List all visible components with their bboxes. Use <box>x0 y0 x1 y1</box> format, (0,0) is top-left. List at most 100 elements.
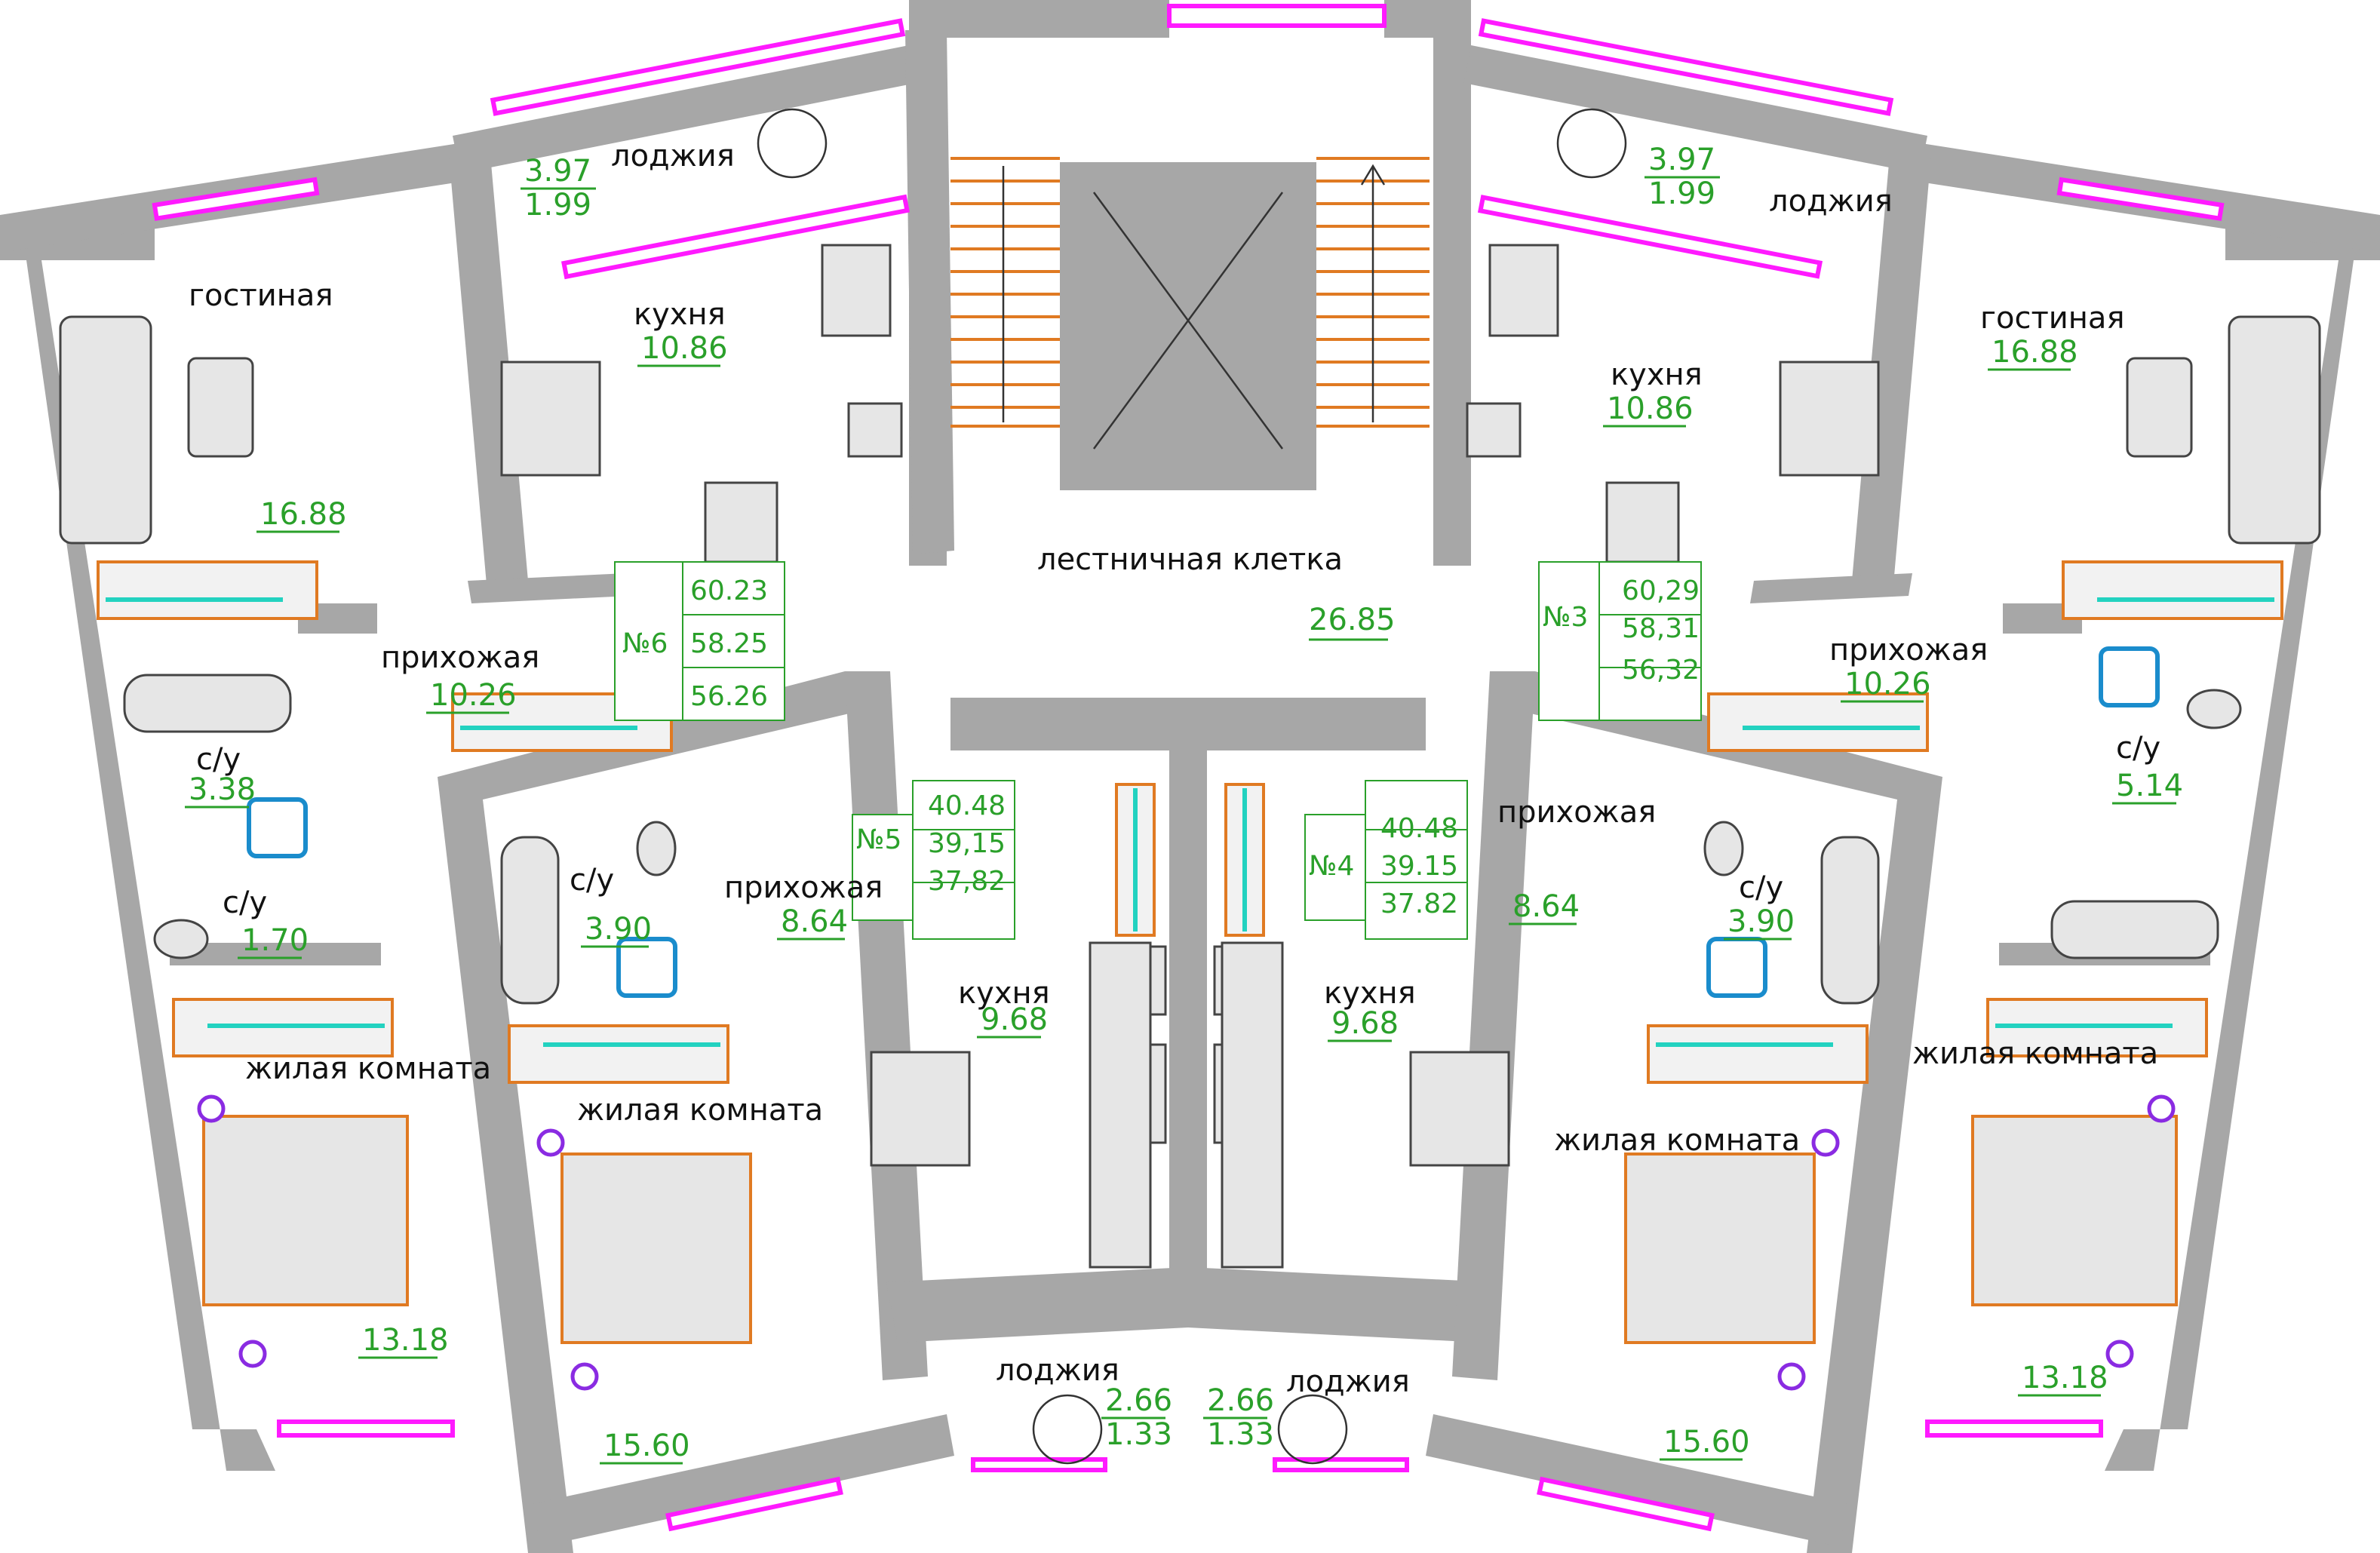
fridge-icon <box>1605 481 1680 563</box>
room-area-living-room: 16.88 <box>1992 335 2078 370</box>
staircase-area: 26.85 <box>1309 603 1396 637</box>
washing-machine-icon <box>2099 646 2160 707</box>
toilet-icon <box>1703 821 1744 876</box>
room-label-bedroom: жилая комната <box>1912 1036 2158 1071</box>
apartment-box-5: №5 40.48 39,15 37,82 <box>852 780 1015 940</box>
room-label-bathroom: с/у <box>223 885 267 920</box>
lamp-icon <box>197 1094 226 1123</box>
lamp-icon <box>570 1362 599 1391</box>
room-area-hallway: 8.64 <box>1512 889 1580 924</box>
apartment-area-living: 56.26 <box>690 681 768 712</box>
bathtub-icon <box>1820 836 1880 1005</box>
room-label-bathroom: с/у <box>2116 731 2160 766</box>
bathtub-icon <box>500 836 560 1005</box>
apartment-area-total: 40.48 <box>1380 813 1458 844</box>
room-label-bathroom: с/у <box>570 863 614 898</box>
wardrobe <box>97 560 318 620</box>
dining-table-icon <box>870 1051 971 1167</box>
apartment-area-reduced: 58,31 <box>1622 613 1700 644</box>
coffee-table-icon <box>187 357 254 458</box>
apartment-area-reduced: 58.25 <box>690 628 768 659</box>
double-bed-icon <box>1971 1115 2178 1306</box>
wardrobe <box>1707 692 1929 752</box>
room-area-bedroom: 13.18 <box>2022 1361 2108 1395</box>
wardrobe <box>2062 560 2283 620</box>
apartment-box-4: №4 40.48 39.15 37.82 <box>1304 780 1468 940</box>
room-label-living-room: гостиная <box>189 278 333 313</box>
room-area-loggia-reduced: 1.99 <box>1648 176 1715 211</box>
apartment-number: №6 <box>622 628 668 659</box>
toilet-icon <box>2186 689 2242 729</box>
coffee-table-icon <box>2126 357 2193 458</box>
apartment-area-total: 40.48 <box>928 790 1006 821</box>
room-area-living-room: 16.88 <box>260 497 347 532</box>
furniture <box>59 108 2321 1465</box>
round-table-icon <box>757 108 828 179</box>
apartment-area-living: 56,32 <box>1622 655 1700 686</box>
apartment-number: №3 <box>1543 602 1588 633</box>
kitchen-counter <box>1221 941 1284 1269</box>
fridge-icon <box>704 481 778 563</box>
room-area-bedroom: 15.60 <box>603 1429 690 1463</box>
room-label-bedroom: жилая комната <box>577 1093 823 1128</box>
room-label-bedroom: жилая комната <box>245 1051 491 1086</box>
lamp-icon <box>2105 1340 2134 1368</box>
apartment-area-living: 37,82 <box>928 866 1006 897</box>
room-area-loggia-reduced: 1.33 <box>1105 1417 1172 1452</box>
windows <box>152 4 2225 1532</box>
apartment-number: №5 <box>856 824 901 855</box>
room-area-bathroom: 3.90 <box>585 912 652 947</box>
room-area-hallway: 10.26 <box>430 678 517 713</box>
room-area-kitchen: 10.86 <box>1607 391 1694 426</box>
room-area-loggia: 3.97 <box>1648 143 1715 177</box>
sofa-icon <box>2228 315 2321 545</box>
wardrobe <box>508 1024 729 1084</box>
room-area-kitchen: 9.68 <box>981 1002 1048 1037</box>
apartment-area-living: 37.82 <box>1380 889 1458 919</box>
room-area-bathroom: 1.70 <box>241 923 309 958</box>
washing-machine-icon <box>1706 937 1767 998</box>
lamp-icon <box>536 1128 565 1157</box>
room-area-hallway: 8.64 <box>781 904 848 939</box>
sink-icon <box>1466 402 1522 458</box>
room-label-hallway: прихожая <box>1497 795 1656 830</box>
apartment-area-total: 60.23 <box>690 575 768 606</box>
room-area-loggia: 2.66 <box>1207 1383 1274 1418</box>
apartment-box-6: №6 60.23 58.25 56.26 <box>614 561 785 721</box>
room-label-living-room: гостиная <box>1980 301 2125 336</box>
stove-icon <box>1488 244 1559 337</box>
apartment-area-total: 60,29 <box>1622 575 1700 606</box>
room-area-hallway: 10.26 <box>1844 667 1931 701</box>
room-label-hallway: прихожая <box>381 640 539 675</box>
round-table-icon <box>1556 108 1627 179</box>
room-area-loggia-reduced: 1.99 <box>524 188 591 223</box>
room-label-kitchen: кухня <box>1611 358 1703 392</box>
apartment-box-3: №3 60,29 58,31 56,32 <box>1538 561 1702 721</box>
room-area-kitchen: 10.86 <box>641 331 728 366</box>
room-area-bathroom: 3.90 <box>1727 904 1795 939</box>
round-table-icon <box>1032 1394 1103 1465</box>
dining-table-icon <box>1779 361 1880 477</box>
room-label-bathroom: с/у <box>196 742 241 777</box>
room-label-loggia: лоджия <box>611 139 735 173</box>
apartment-number: №4 <box>1309 851 1354 882</box>
room-area-bathroom: 5.14 <box>2116 769 2183 803</box>
room-area-loggia-reduced: 1.33 <box>1207 1417 1274 1452</box>
double-bed-icon <box>202 1115 409 1306</box>
toilet-icon <box>153 919 209 959</box>
room-label-hallway: прихожая <box>724 870 883 905</box>
stove-icon <box>821 244 892 337</box>
dining-table-icon <box>500 361 601 477</box>
toilet-icon <box>636 821 677 876</box>
wardrobe <box>1647 1024 1869 1084</box>
double-bed-icon <box>1624 1152 1816 1344</box>
double-bed-icon <box>560 1152 752 1344</box>
lamp-icon <box>238 1340 267 1368</box>
kitchen-counter <box>1089 941 1152 1269</box>
room-label-loggia: лоджия <box>1769 184 1893 219</box>
lamp-icon <box>1777 1362 1806 1391</box>
apartment-area-reduced: 39,15 <box>928 828 1006 859</box>
dining-table-icon <box>1409 1051 1510 1167</box>
